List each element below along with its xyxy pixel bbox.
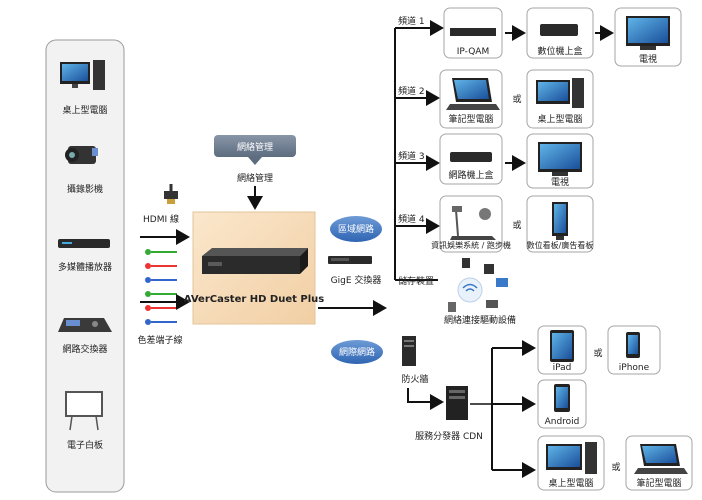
source-network-switch-label: 網路交換器 [62,343,107,355]
component-cable-label: 色差端子線 [137,334,182,346]
component-cable-icon [145,249,177,325]
source-camcorder-label: 攝錄影機 [67,183,103,195]
android-phone-icon [554,384,570,412]
desktop-pc-icon [60,60,105,90]
media-player-icon [58,239,110,248]
notebook-label-1: 筆記型電腦 [448,113,493,125]
channel-2-label: 頻道 2 [398,85,425,97]
svg-text:區域網路: 區域網路 [338,223,374,235]
or-label-ch2: 或 [512,93,521,105]
source-media-player-label: 多媒體播放器 [58,261,112,273]
source-desktop-label: 桌上型電腦 [62,104,107,116]
server-tower-icon [446,386,468,420]
notebook-label-2: 筆記型電腦 [636,477,681,489]
firewall-label: 防火牆 [401,373,428,385]
network-switch-icon [58,318,112,332]
laptop-icon [446,78,500,110]
channel-1-label: 頻道 1 [398,15,425,27]
channel-3-label: 頻道 3 [398,150,425,162]
ipqam-label: IP-QAM [457,47,489,57]
network-set-top-box-icon [450,152,492,162]
laptop-icon [634,444,688,474]
smartphone-icon [626,332,640,358]
ipad-label: iPad [553,363,572,373]
encoder-box-icon [202,248,308,274]
wireless-devices-icon [448,258,508,312]
or-label-desktop: 或 [611,461,620,473]
desktop-pc-icon [536,78,584,108]
tv-label-1: 電視 [639,53,657,65]
tv-label-2: 電視 [551,176,569,188]
fitness-label: 資訊娛樂系統 / 跑步機 [431,240,511,250]
signage-label: 數位看板/廣告看板 [527,240,594,250]
or-label-ch4: 或 [512,219,521,231]
network-devices-label: 網絡連接驅動設備 [444,314,516,326]
internet-bubble: 網際網路 [331,340,383,364]
gige-switch-icon [328,256,372,264]
svg-text:網際網路: 網際網路 [339,346,375,358]
digital-stb-label: 數位機上盒 [537,45,582,57]
iphone-label: iPhone [619,363,650,373]
treadmill-icon [450,206,496,240]
camcorder-icon [65,146,98,164]
storage-label: 儲存裝置 [398,275,434,287]
firewall-icon [402,336,416,366]
tv-icon [538,142,582,176]
ipqam-device-icon [450,28,496,36]
android-label: Android [545,417,580,427]
source-whiteboard-label: 電子白板 [67,439,103,451]
lan-bubble: 區域網路 [330,216,382,242]
set-top-box-icon [540,24,578,36]
digital-signage-icon [552,202,568,240]
management-label: 網絡管理 [237,172,273,184]
or-label-ipad: 或 [593,347,602,359]
desktop-label-2: 桌上型電腦 [548,477,593,489]
tv-icon [626,16,670,50]
cdn-server-label: 服務分發器 CDN [415,430,483,442]
hdmi-cable-icon [164,184,178,204]
desktop-pc-icon [546,442,597,474]
management-bubble: 網絡管理 [214,135,296,165]
gige-switch-label: GigE 交換器 [331,274,382,286]
firewall-to-server-arrow [407,388,444,410]
desktop-label-1: 桌上型電腦 [537,113,582,125]
net-stb-label: 網路機上盒 [448,169,493,181]
hdmi-cable-label: HDMI 線 [143,213,179,225]
whiteboard-icon [65,391,103,431]
device-name: AVerCaster HD Duet Plus [184,294,324,305]
svg-text:網絡管理: 網絡管理 [237,141,273,153]
tablet-icon [550,330,574,362]
channel-4-label: 頻道 4 [398,213,425,225]
